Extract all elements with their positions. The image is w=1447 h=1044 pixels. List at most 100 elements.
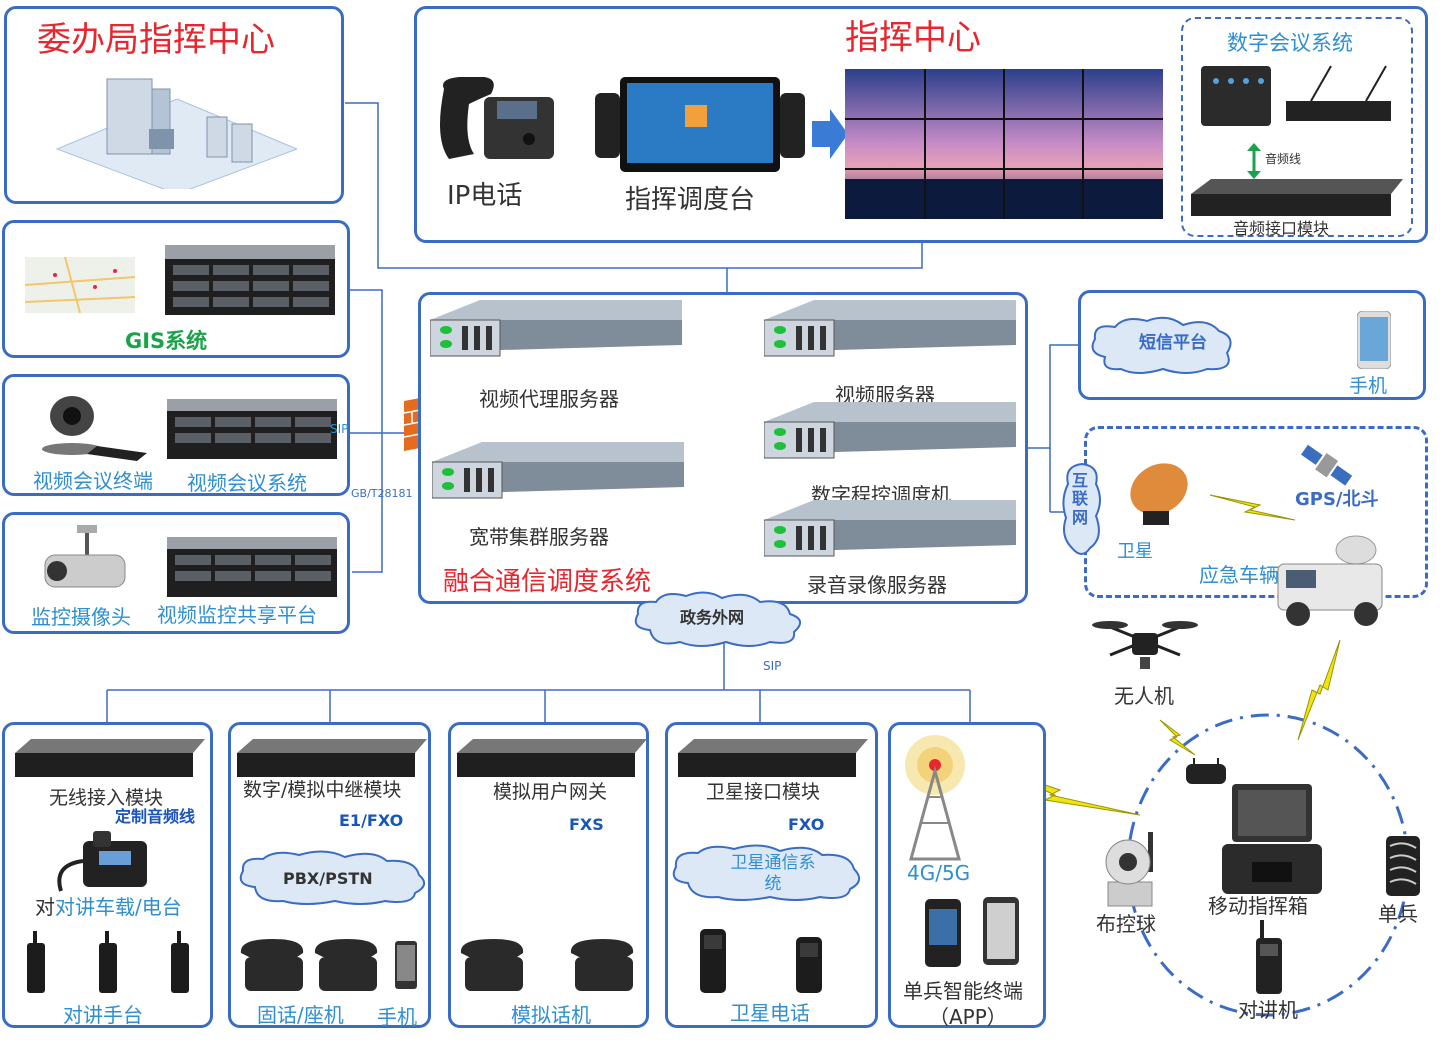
vehicle-radio-icon <box>57 831 147 892</box>
video-server-label: 视频服务器 <box>835 383 935 407</box>
audio-module-label: 音频接口模块 <box>1233 219 1330 238</box>
conference-title: 数字会议系统 <box>1227 31 1353 55</box>
audio-line-arrow-icon <box>1247 143 1261 179</box>
sms-label: 短信平台 <box>1139 333 1207 353</box>
mobile-command-box-icon <box>1222 784 1322 894</box>
gis-map-icon <box>25 257 135 313</box>
sms-phone-label: 手机 <box>1349 375 1388 397</box>
remote-controller-icon <box>1186 758 1226 784</box>
video-server-icon <box>764 300 1016 357</box>
analog-phones-icon <box>460 939 634 991</box>
fxs-label: FXS <box>569 815 604 834</box>
pbx-label: PBX/PSTN <box>283 869 373 888</box>
command-center-title: 指挥中心 <box>845 18 981 58</box>
emergency-box: 卫星 GPS/北斗 应急车辆 <box>1084 426 1428 598</box>
arrow-right-icon <box>812 109 848 159</box>
recorder-label: 录音录像服务器 <box>807 573 947 597</box>
ip-phone-icon <box>440 77 554 159</box>
landline-label: 固话/座机 <box>257 1003 344 1027</box>
gis-box: GIS系统 <box>2 220 350 358</box>
audio-module-icon <box>1191 179 1403 216</box>
mobile-network-box: 4G/5G 单兵智能终端 （APP） <box>888 722 1046 1028</box>
trunk-module-icon <box>237 739 427 777</box>
analog-phone-label: 模拟话机 <box>511 1003 591 1027</box>
sms-box: 短信平台 手机 <box>1078 290 1426 400</box>
conference-system-box: 数字会议系统 音频线 音频接口模块 <box>1181 17 1413 237</box>
ip-phone-label: IP电话 <box>447 181 523 211</box>
tower-icon <box>905 735 965 861</box>
camera-icon <box>44 525 126 588</box>
command-center-box: 指挥中心 IP电话 指挥调度台 <box>414 6 1428 243</box>
drone-icon <box>1092 621 1198 669</box>
video-system-label: 视频会议系统 <box>187 471 307 495</box>
console-label: 指挥调度台 <box>625 185 756 215</box>
surveillance-server-icon <box>167 537 337 597</box>
satellite-comm-cloud <box>672 844 861 901</box>
video-conference-box: 视频会议终端 视频会议系统 SIP <box>2 374 350 496</box>
gis-label: GIS系统 <box>125 329 208 353</box>
trunk-module-label: 数字/模拟中继模块 <box>243 779 402 801</box>
ptz-label: 布控球 <box>1096 912 1156 936</box>
sms-cloud <box>1091 316 1232 374</box>
camera-label: 监控摄像头 <box>31 605 131 629</box>
satellite-label: 卫星 <box>1117 541 1153 562</box>
video-proxy-label: 视频代理服务器 <box>479 387 619 411</box>
commission-center-box: 委办局指挥中心 <box>4 6 344 204</box>
dispatch-console-icon <box>595 77 805 172</box>
internet-cloud <box>1062 462 1101 555</box>
recorder-server-icon <box>764 500 1016 557</box>
satellite-module-icon <box>678 739 868 777</box>
ptz-camera-icon <box>1105 832 1153 907</box>
mixer-mic-icon <box>1201 65 1391 126</box>
gis-server-icon <box>165 245 335 315</box>
trunk-module-box: 数字/模拟中继模块 E1/FXO PBX/PSTN 固话/座机 手机 <box>228 722 431 1028</box>
pbx-cloud <box>239 850 426 905</box>
sip-label-bottom: SIP <box>763 659 782 673</box>
mobile-label: 手机 <box>377 1005 417 1029</box>
gov-net-label: 政务外网 <box>680 608 745 627</box>
emergency-vehicle-icon <box>1277 535 1383 626</box>
digital-switch-icon <box>764 402 1016 459</box>
handheld-radio-label: 对讲手台 <box>63 1003 143 1027</box>
audio-line-label: 音频线 <box>1265 152 1302 166</box>
soldier-label: 单兵 <box>1378 902 1418 926</box>
smart-terminal-label: 单兵智能终端 <box>903 979 1023 1003</box>
custom-audio-line-label: 定制音频线 <box>115 807 196 826</box>
mobile-phone-icon <box>1357 311 1391 369</box>
handheld-radios-icon <box>27 931 189 993</box>
vehicle-radio-label-text: 对讲车载/电台 <box>55 895 182 919</box>
mobile-command-box-label: 移动指挥箱 <box>1208 894 1308 918</box>
commission-center-title: 委办局指挥中心 <box>37 20 275 60</box>
video-proxy-server-icon <box>430 300 682 357</box>
internet-label: 互联网 <box>1072 471 1089 527</box>
wireless-module-box: 无线接入模块 定制音频线 对对讲车载/电台 对讲手台 <box>2 722 213 1028</box>
wireless-module-icon <box>15 739 205 777</box>
walkie-talkie-icon <box>1256 920 1282 994</box>
satellite-module-label: 卫星接口模块 <box>706 781 821 803</box>
analog-gateway-icon <box>457 739 647 777</box>
video-conf-server-icon <box>167 399 337 459</box>
walkie-label: 对讲机 <box>1238 998 1298 1022</box>
smart-terminals-icon <box>925 897 1019 967</box>
satellite-dish-icon <box>1130 463 1188 525</box>
gb-label: GB/T28181 <box>351 487 413 500</box>
analog-gateway-label: 模拟用户网关 <box>493 781 608 803</box>
satellite-phone-label: 卫星电话 <box>730 1001 810 1025</box>
gov-net-cloud <box>634 591 801 647</box>
vehicle-radio-label: 对对讲车载/电台 <box>35 895 182 919</box>
sip-label-left: SIP <box>330 422 349 436</box>
monitor-platform-label: 视频监控共享平台 <box>157 603 317 627</box>
soldier-phone-icon <box>1386 836 1420 896</box>
desk-phones-icon <box>240 939 417 991</box>
analog-gateway-box: 模拟用户网关 FXS 模拟话机 <box>448 722 649 1028</box>
satellite-phones-icon <box>700 929 822 993</box>
broadband-server-icon <box>432 442 684 499</box>
video-surveillance-box: 监控摄像头 视频监控共享平台 <box>2 512 350 634</box>
gps-satellite-icon <box>1301 444 1353 486</box>
datacenter-illustration <box>55 78 297 189</box>
broadband-label: 宽带集群服务器 <box>469 525 609 549</box>
video-terminal-icon <box>42 396 147 461</box>
fxo-label: FXO <box>788 815 825 834</box>
wireless-module-label: 无线接入模块 <box>49 787 164 809</box>
video-wall <box>845 69 1163 219</box>
